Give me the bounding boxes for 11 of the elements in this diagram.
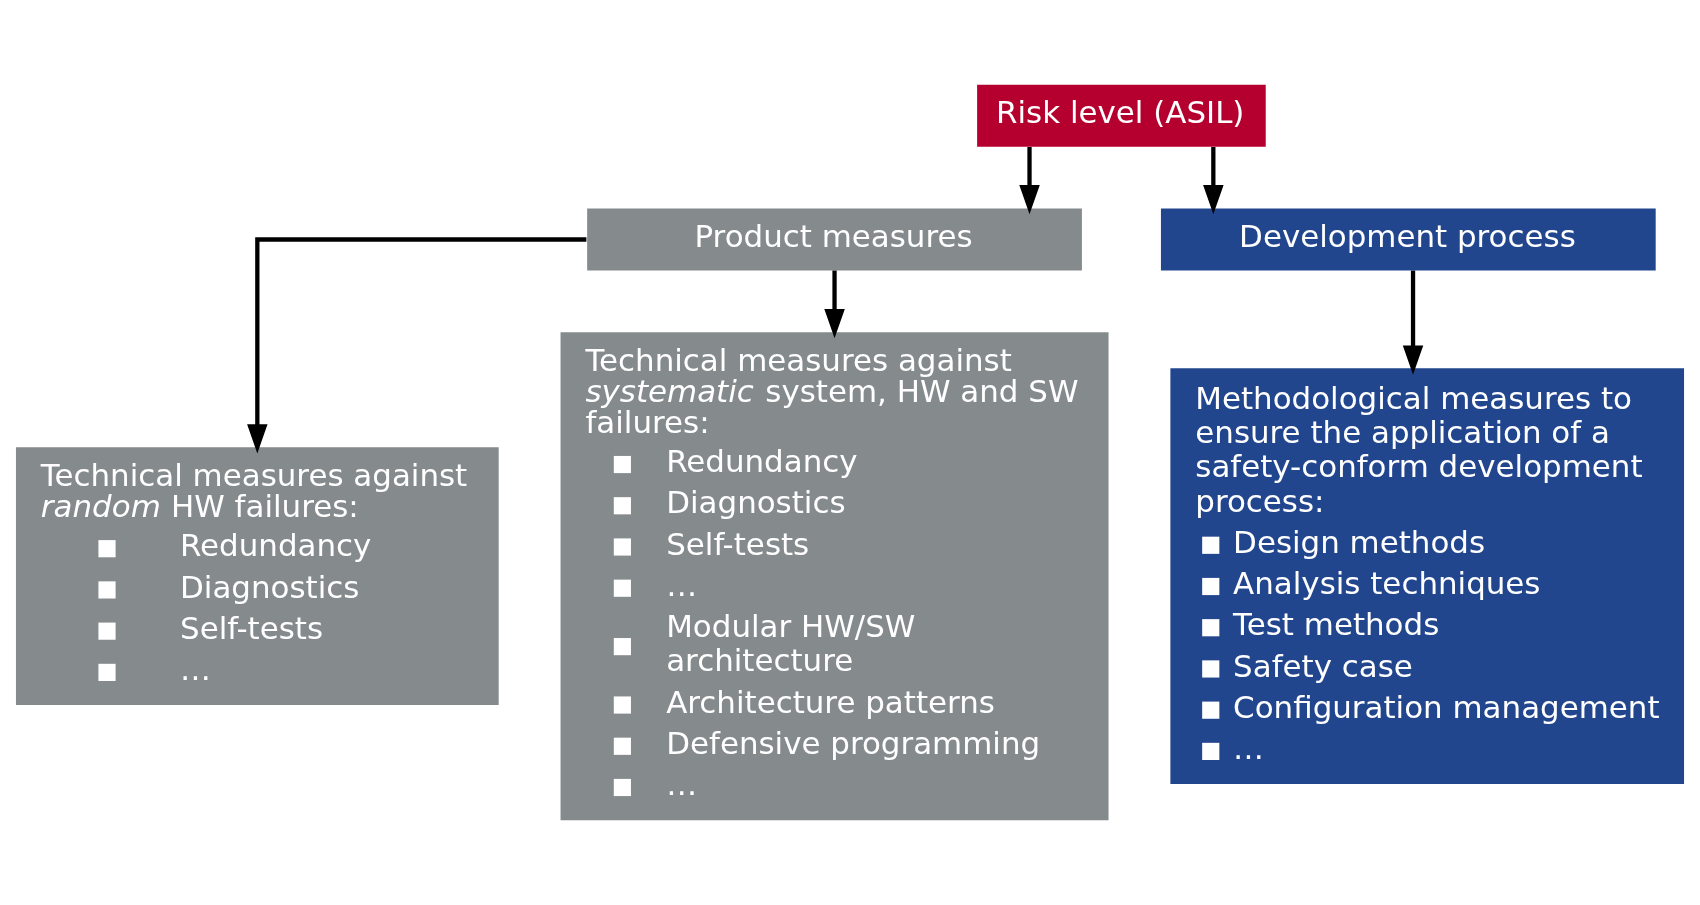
arrow <box>1402 270 1424 375</box>
node-box: Development process <box>1160 208 1656 271</box>
arrow <box>824 270 845 339</box>
arrow <box>247 237 587 454</box>
arrow <box>1203 147 1224 215</box>
node-box: Technical measures against random HW failures: Redundancy Diagnostics Self-tests … <box>15 447 499 706</box>
arrow <box>1019 147 1040 215</box>
node-box: Technical measures against systematic system, HW and SW failures: Redundancy Diagnostics Self-tests … Modular HW/SW architecture Architecture patterns Defensive programming … <box>560 332 1109 821</box>
node-box: Risk level (ASIL) <box>977 84 1266 147</box>
node-box: Product measures <box>587 208 1082 271</box>
node-box: Methodological measures to ensure the application of a safety-conform development process: Design methods Analysis techniques Test methods Safety case Configuration management … <box>1170 368 1685 785</box>
